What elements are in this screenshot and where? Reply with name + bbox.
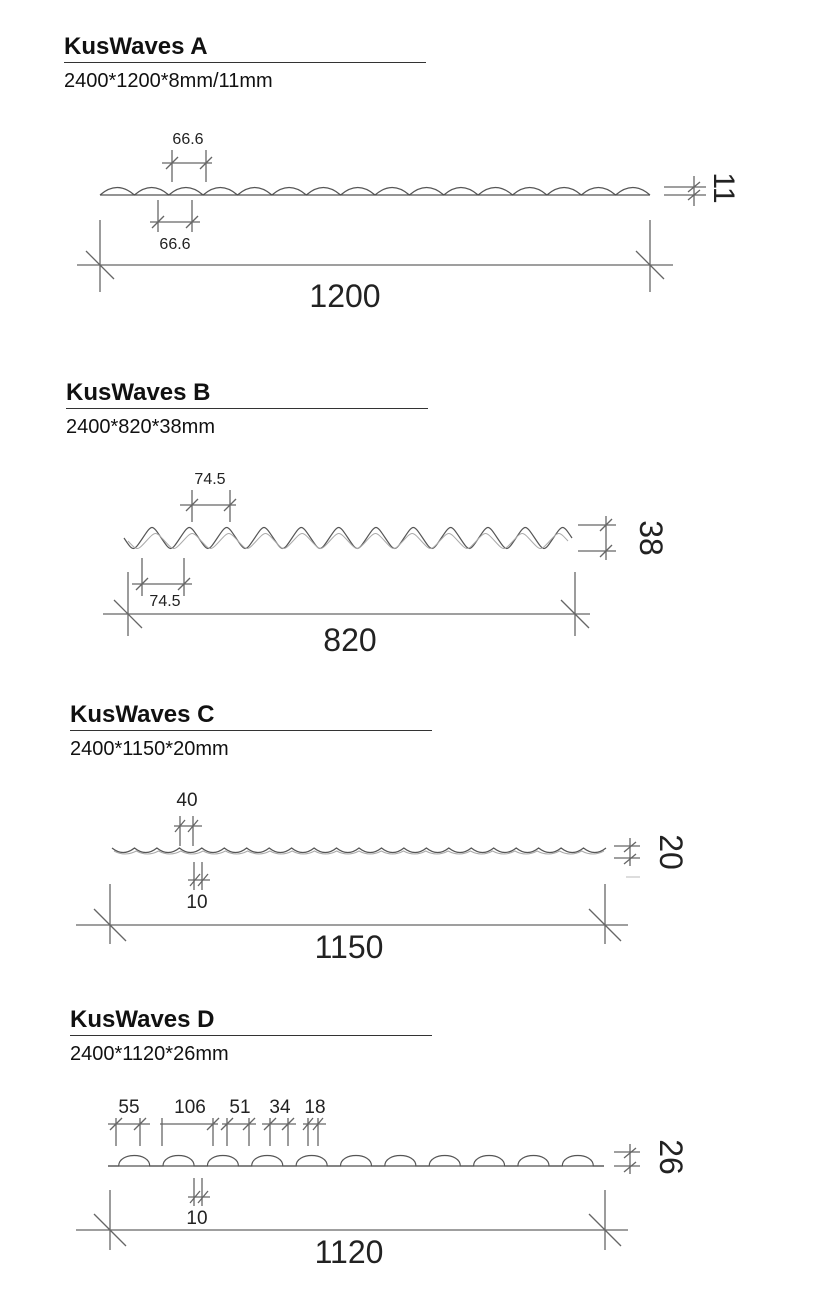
profile-a	[99, 186, 651, 196]
profile-d-waveform	[108, 1154, 604, 1167]
profile-b-width-label: 820	[323, 622, 376, 658]
profile-b-thickness-label: 38	[633, 520, 669, 556]
section-a-title: KusWaves A	[64, 33, 208, 60]
profile-d-width-dimension: 1120	[76, 1190, 628, 1270]
profile-a-bottom-pitch-label: 66.6	[159, 236, 190, 253]
profile-d-width-label: 1120	[315, 1234, 384, 1270]
section-c-title: KusWaves C	[70, 701, 215, 728]
profile-b-top-pitch-label: 74.5	[194, 471, 225, 488]
profile-d-thickness-dimension: 26	[614, 1139, 689, 1175]
profile-a-top-pitch-label: 66.6	[172, 131, 203, 148]
section-d-title: KusWaves D	[70, 1006, 215, 1033]
profile-d-thickness-label: 26	[653, 1139, 689, 1175]
profile-c-width-dimension: 1150	[76, 884, 628, 965]
profile-c-top-pitch-label: 40	[176, 790, 197, 811]
profile-c-groove-dimension: 10	[186, 862, 210, 913]
profile-c-thickness-dimension: 20	[614, 834, 689, 878]
profile-a-width-label: 1200	[309, 278, 380, 314]
profile-d-groove-dimension: 10	[186, 1178, 210, 1229]
profile-b-waveform-inner	[127, 533, 569, 549]
profile-d	[108, 1154, 604, 1167]
section-d-spec: 2400*1120*26mm	[70, 1043, 229, 1065]
profile-a-top-pitch-dimension: 66.6	[162, 131, 213, 182]
section-a-spec: 2400*1200*8mm/11mm	[64, 70, 273, 92]
profile-b-top-pitch-dimension: 74.5	[180, 471, 237, 522]
section-b-underline	[66, 408, 428, 409]
profile-c-thickness-label: 20	[653, 834, 689, 870]
profile-b-waveform	[123, 526, 573, 550]
profile-d-dim-4-label: 34	[269, 1097, 291, 1118]
profile-a-thickness-label: 11	[707, 172, 740, 203]
profile-c	[111, 847, 607, 855]
profile-c-groove-label: 10	[186, 892, 207, 913]
profile-d-dim-3-label: 51	[229, 1097, 250, 1118]
profile-b-bottom-pitch-dimension: 74.5	[132, 558, 192, 610]
profile-c-waveform	[111, 847, 607, 854]
profile-d-dim-1-label: 55	[118, 1097, 139, 1118]
profile-d-dim-2-label: 106	[174, 1097, 206, 1118]
profile-c-top-pitch-dimension: 40	[174, 790, 202, 846]
profile-d-groove-label: 10	[186, 1208, 207, 1229]
profile-c-width-label: 1150	[315, 929, 384, 965]
profile-a-bottom-pitch-dimension: 66.6	[150, 200, 200, 253]
profile-a-waveform	[99, 186, 651, 196]
profile-a-width-dimension: 1200	[77, 220, 673, 314]
profile-b-bottom-pitch-label: 74.5	[149, 593, 180, 610]
section-c-underline	[70, 730, 432, 731]
profile-b-thickness-dimension: 38	[578, 516, 669, 560]
section-b-title: KusWaves B	[66, 379, 211, 406]
section-a-underline	[64, 62, 426, 63]
profile-b-width-dimension: 820	[103, 572, 590, 658]
profile-b	[123, 526, 573, 550]
section-d-underline	[70, 1035, 432, 1036]
section-b-spec: 2400*820*38mm	[66, 416, 215, 438]
profile-a-thickness-dimension: 11	[664, 172, 740, 206]
profile-d-top-dimensions: 55 106 51 34 18	[108, 1097, 326, 1146]
profile-c-waveform-inner	[113, 850, 605, 855]
section-c-spec: 2400*1150*20mm	[70, 738, 229, 760]
profile-d-dim-5-label: 18	[304, 1097, 325, 1118]
